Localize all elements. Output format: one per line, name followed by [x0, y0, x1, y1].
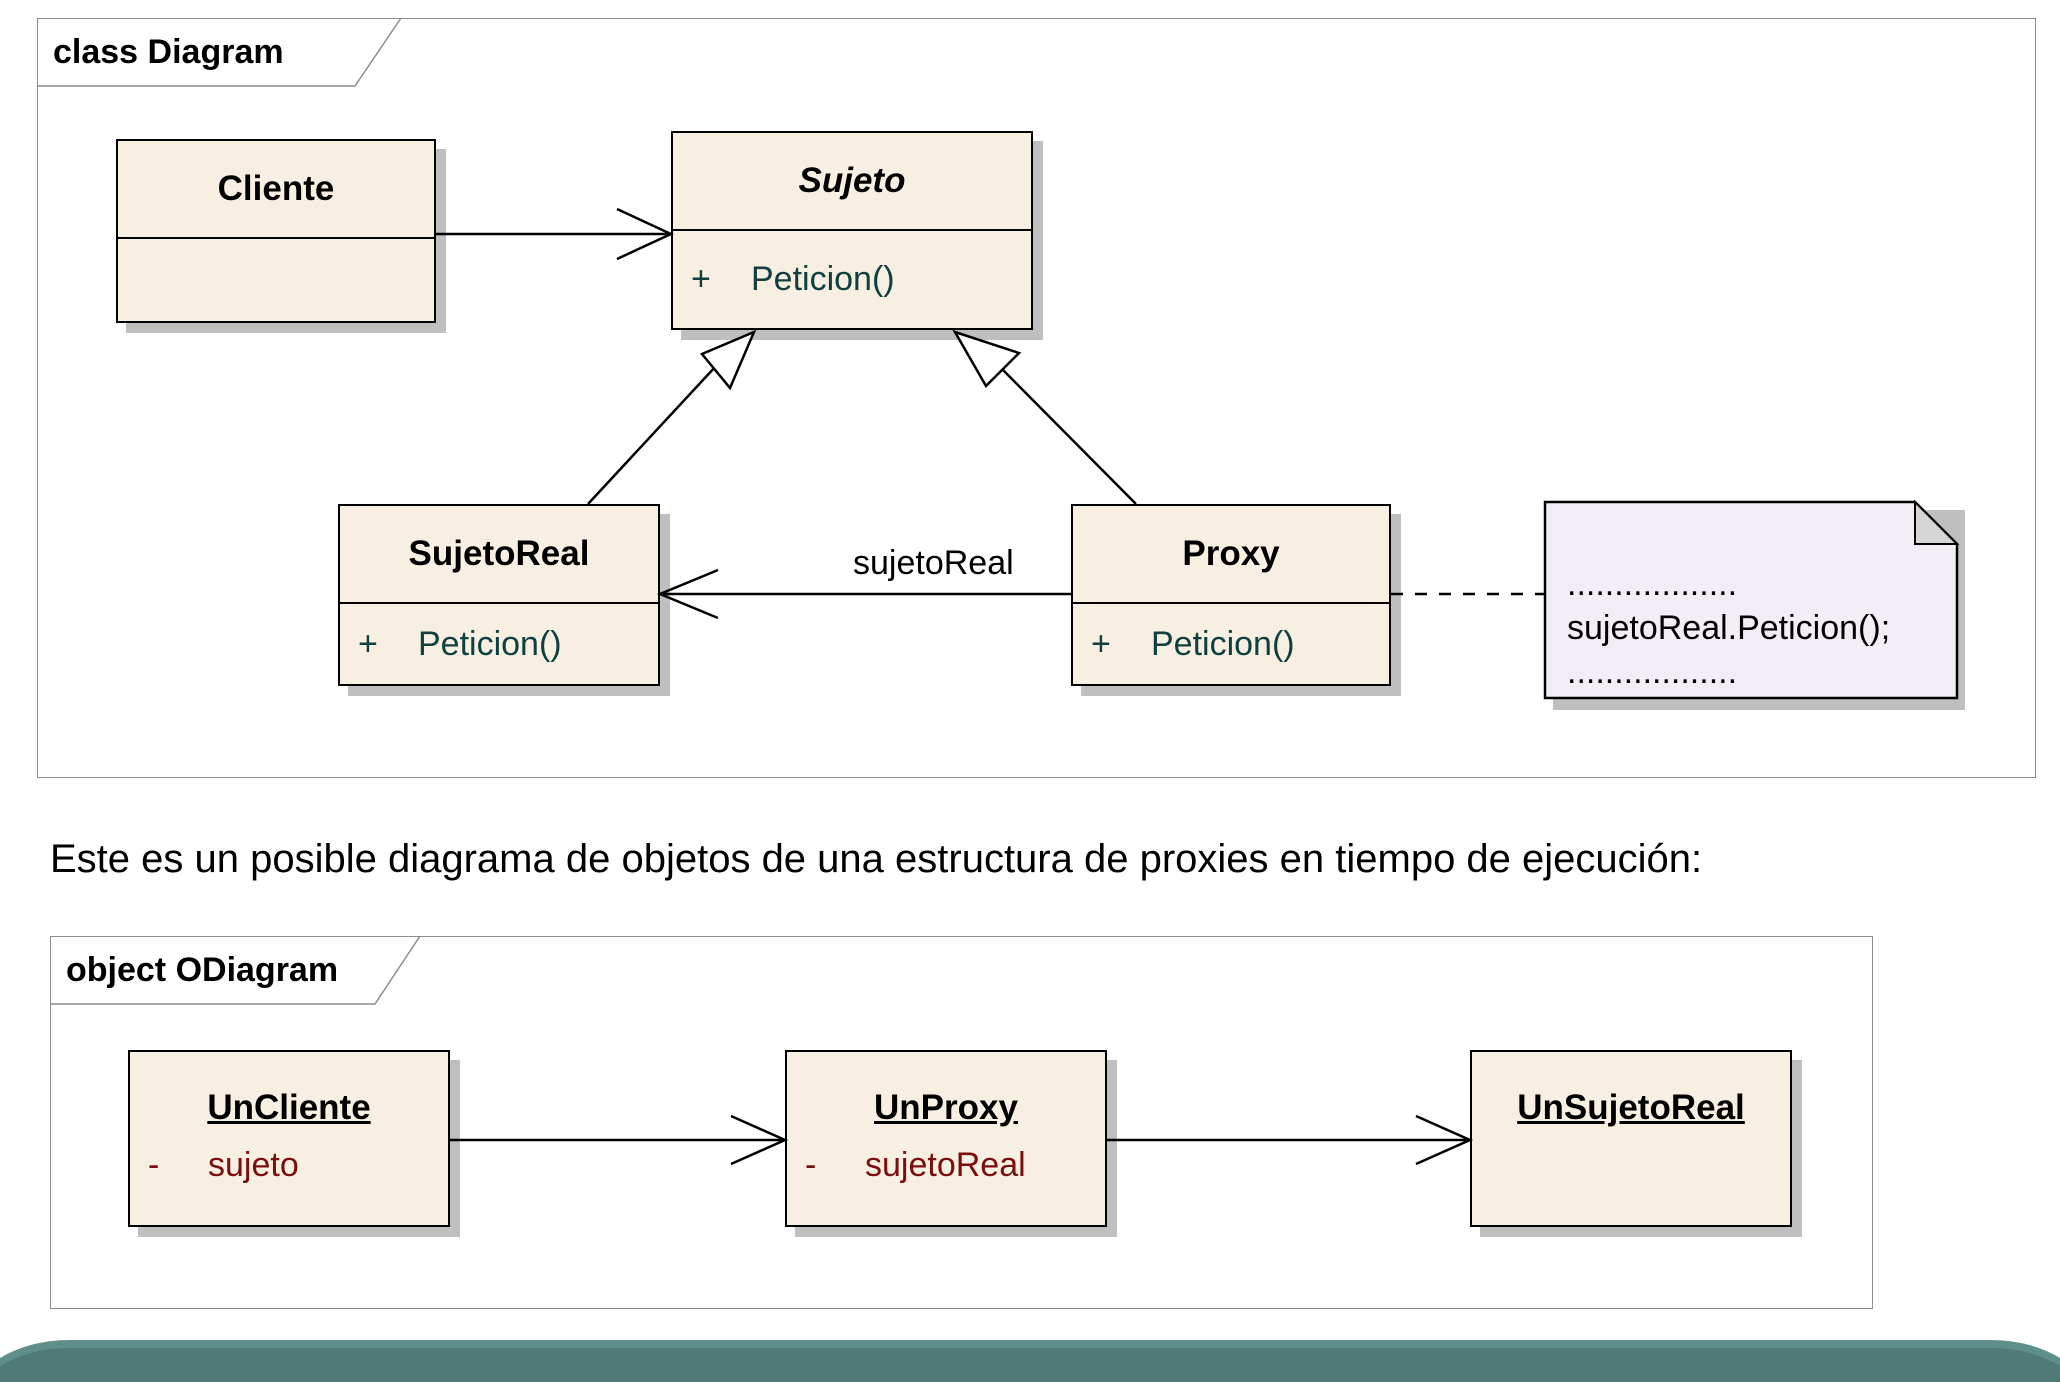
operation-name: Peticion()	[418, 624, 562, 663]
object-un-cliente-name: UnCliente	[207, 1088, 371, 1127]
note-line-2: sujetoReal.Peticion();	[1567, 609, 1891, 647]
class-diagram-label: class Diagram	[53, 32, 284, 71]
note-line-1: ..................	[1567, 565, 1738, 603]
attribute-name: sujetoReal	[865, 1146, 1026, 1184]
operation-name: Peticion()	[1151, 624, 1295, 663]
association-label-sujeto-real: sujetoReal	[853, 544, 1014, 582]
class-cliente-body	[118, 239, 434, 319]
object-un-cliente[interactable]: UnCliente - sujeto	[128, 1050, 450, 1227]
object-un-proxy-name: UnProxy	[874, 1088, 1018, 1127]
attribute-visibility: -	[805, 1146, 817, 1184]
class-sujeto-real[interactable]: SujetoReal + Peticion()	[338, 504, 660, 686]
class-sujeto-operation: + Peticion()	[673, 231, 1031, 327]
operation-name: Peticion()	[751, 259, 895, 298]
operation-visibility: +	[1091, 624, 1111, 663]
object-un-proxy-attribute: - sujetoReal	[787, 1146, 1105, 1185]
attribute-visibility: -	[148, 1146, 160, 1184]
object-diagram-label: object ODiagram	[66, 950, 339, 989]
note-shape	[1543, 499, 1965, 710]
object-un-cliente-attribute: - sujeto	[130, 1146, 448, 1185]
object-un-sujeto-real[interactable]: UnSujetoReal	[1470, 1050, 1792, 1227]
code-note[interactable]: .................. sujetoReal.Peticion()…	[1543, 499, 1965, 710]
class-sujeto-real-operation: + Peticion()	[340, 604, 658, 684]
note-line-3: ..................	[1567, 653, 1738, 691]
note-text: .................. sujetoReal.Peticion()…	[1567, 562, 1890, 694]
object-un-proxy[interactable]: UnProxy - sujetoReal	[785, 1050, 1107, 1227]
class-cliente-name: Cliente	[118, 141, 434, 239]
class-diagram-frame-tab	[37, 17, 402, 87]
class-sujeto-real-name: SujetoReal	[340, 506, 658, 604]
class-sujeto[interactable]: Sujeto + Peticion()	[671, 131, 1033, 330]
class-cliente[interactable]: Cliente	[116, 139, 436, 323]
class-proxy-name: Proxy	[1073, 506, 1389, 604]
class-proxy[interactable]: Proxy + Peticion()	[1071, 504, 1391, 686]
class-sujeto-name: Sujeto	[673, 133, 1031, 231]
bottom-decorative-bar	[0, 1340, 2060, 1382]
object-diagram-frame-tab	[50, 935, 421, 1005]
operation-visibility: +	[691, 259, 711, 298]
operation-visibility: +	[358, 624, 378, 663]
class-proxy-operation: + Peticion()	[1073, 604, 1389, 684]
attribute-name: sujeto	[208, 1146, 299, 1184]
object-un-sujeto-real-name: UnSujetoReal	[1517, 1088, 1745, 1127]
caption-text: Este es un posible diagrama de objetos d…	[50, 837, 1703, 881]
